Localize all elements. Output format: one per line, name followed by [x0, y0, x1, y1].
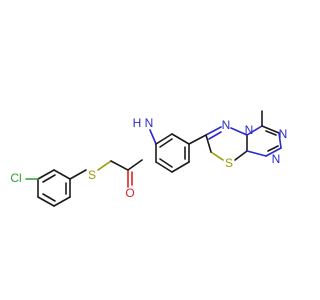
ring-bond: [208, 131, 222, 140]
ring-bond: [261, 125, 280, 134]
molecule-structure: Cl S O H N: [10, 110, 288, 207]
bond: [53, 169, 71, 180]
c-s-bond: [69, 169, 87, 180]
triazolothiadiazole-ring: [205, 125, 282, 161]
s-ch2-bond: [97, 160, 112, 171]
bond: [155, 161, 173, 173]
aromatic-inner-bond: [159, 138, 173, 148]
ring-bond: [205, 126, 222, 136]
bond: [155, 133, 173, 145]
bond: [53, 196, 71, 207]
ch2-carbonyl-bond: [110, 160, 129, 171]
nitrogen-atom-right-top: N: [279, 127, 288, 141]
thioether-sulfur-atom: S: [88, 168, 96, 182]
carbonyl-oxygen-atom: O: [125, 186, 134, 200]
ring-bond: [230, 127, 248, 136]
amide-n-bond: [149, 129, 157, 145]
ring-bond: [246, 150, 267, 157]
chlorophenyl-ring: [37, 169, 71, 207]
ring-double-bond: [267, 145, 279, 152]
ring-bond: [205, 134, 212, 153]
bond: [37, 169, 55, 180]
ring-sulfur-atom: S: [225, 156, 233, 170]
bond: [37, 196, 55, 207]
amide-nitrogen-atom: N: [145, 116, 154, 130]
chlorine-atom: Cl: [10, 171, 21, 185]
ring-bond: [234, 150, 248, 161]
central-phenyl-ring: [155, 133, 190, 173]
ring-double-bond: [265, 130, 277, 136]
ring-bond: [278, 132, 282, 149]
aromatic-inner-bond: [159, 158, 173, 168]
ring-bond: [210, 151, 224, 161]
nitrogen-atom-upper: N: [222, 118, 231, 132]
ring-bond: [265, 147, 282, 157]
nitrogen-atom-bridge: N: [245, 123, 254, 137]
carbonyl-amide-bond: [127, 159, 143, 171]
nitrogen-atom-right-bottom: N: [272, 152, 281, 166]
ring-bond: [246, 125, 263, 136]
bond: [171, 133, 190, 145]
bond: [171, 161, 190, 173]
aryl-heterocycle-bond: [188, 134, 207, 145]
aromatic-inner-bond: [42, 193, 56, 202]
amide-hydrogen-atom: H: [133, 116, 142, 130]
aromatic-inner-bond: [42, 174, 56, 183]
molecule-canvas: Cl S O H N: [10, 110, 288, 207]
